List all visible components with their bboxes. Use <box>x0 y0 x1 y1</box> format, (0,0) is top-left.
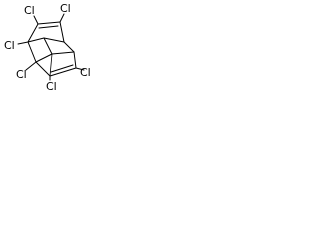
bond <box>49 67 77 77</box>
chlorine-label: Cl <box>46 80 57 93</box>
bond-cl <box>25 61 37 71</box>
chlorine-label: Cl <box>24 4 35 17</box>
chlorine-label: Cl <box>60 2 71 15</box>
bond <box>27 37 45 43</box>
atom-labels: Cl Cl Cl Cl Cl Cl <box>4 2 91 93</box>
bond <box>63 41 75 53</box>
chlorine-label: Cl <box>16 68 27 81</box>
bond-cl <box>33 15 39 25</box>
bond-cl <box>17 41 29 45</box>
chlorine-label: Cl <box>4 39 15 52</box>
bond <box>27 23 39 43</box>
bond <box>43 37 65 43</box>
bond <box>49 53 53 77</box>
bond <box>27 41 37 63</box>
bond <box>35 53 53 63</box>
chlorine-label: Cl <box>80 66 91 79</box>
bond <box>35 61 51 77</box>
bond <box>37 21 61 25</box>
bond <box>43 37 53 55</box>
bond-double <box>50 64 74 73</box>
bond <box>59 21 65 43</box>
chemical-structure-diagram: Cl Cl Cl Cl Cl Cl <box>4 2 91 93</box>
bond-cl <box>75 67 85 71</box>
bond <box>51 51 75 55</box>
bond-cl <box>59 13 65 23</box>
bond-lines <box>17 13 85 81</box>
bond <box>73 51 77 69</box>
bond-double <box>38 25 59 29</box>
